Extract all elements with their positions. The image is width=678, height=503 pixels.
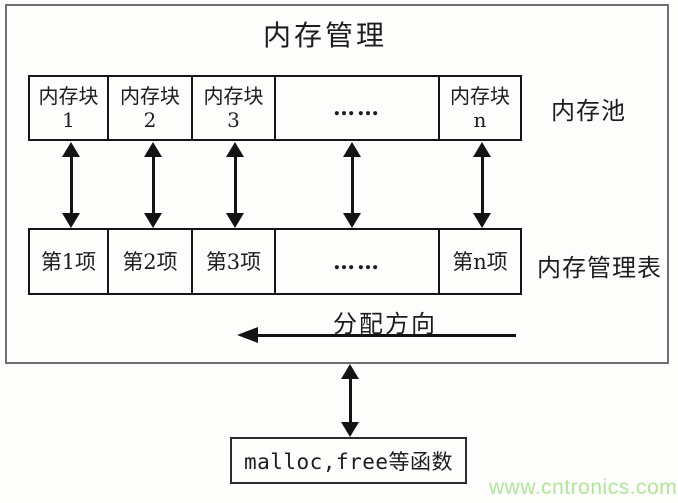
memory-pool-row: 内存块 1 内存块 2 内存块 3 …… 内存块 n: [28, 75, 522, 141]
memory-block-cell: 内存块 3: [193, 75, 276, 141]
memory-block-cell: 内存块 n: [440, 75, 522, 141]
table-item-label: 第n项: [452, 249, 508, 274]
arrowhead-down: [226, 213, 244, 228]
table-item-label: 第2项: [122, 249, 178, 274]
arrow-stem: [348, 376, 352, 425]
arrowhead-up: [343, 142, 361, 157]
arrowhead-up: [473, 142, 491, 157]
table-item-cell: 第2项: [109, 228, 193, 295]
allocation-arrowhead-left: [237, 327, 258, 343]
memory-block-label: 内存块: [120, 84, 180, 108]
arrow-stem: [233, 154, 237, 216]
allocation-direction-label: 分配方向: [333, 310, 437, 338]
ellipsis-text: ……: [333, 95, 381, 121]
table-item-cell: 第n项: [440, 228, 522, 295]
arrowhead-down: [343, 213, 361, 228]
memory-block-index: 1: [62, 108, 75, 132]
double-arrow-icon: [473, 142, 491, 228]
arrow-stem: [350, 154, 354, 216]
double-arrow-icon: [341, 364, 359, 437]
table-item-cell: 第3项: [193, 228, 276, 295]
arrowhead-down: [341, 422, 359, 437]
arrowhead-up: [62, 142, 80, 157]
memory-manager-boundary-box: [5, 4, 669, 364]
functions-box: malloc,free等函数: [230, 437, 467, 484]
double-arrow-icon: [343, 142, 361, 228]
arrow-stem: [480, 154, 484, 216]
arrowhead-up: [144, 142, 162, 157]
functions-box-label: malloc,free等函数: [243, 449, 454, 474]
arrowhead-up: [341, 364, 359, 379]
arrow-stem: [69, 154, 73, 216]
memory-block-label: 内存块: [450, 84, 510, 108]
table-item-ellipsis-cell: ……: [276, 228, 440, 295]
memory-block-cell: 内存块 1: [28, 75, 109, 141]
management-table-row: 第1项 第2项 第3项 …… 第n项: [28, 228, 522, 295]
arrow-stem: [151, 154, 155, 216]
double-arrow-icon: [226, 142, 244, 228]
double-arrow-icon: [144, 142, 162, 228]
memory-block-label: 内存块: [38, 84, 99, 108]
arrowhead-down: [62, 213, 80, 228]
memory-block-index: 3: [227, 108, 240, 132]
memory-block-index: 2: [143, 108, 157, 132]
table-item-label: 第3项: [205, 249, 262, 274]
table-item-cell: 第1项: [28, 228, 109, 295]
memory-block-label: 内存块: [203, 84, 264, 108]
watermark-text: www.cntronics.com: [489, 476, 678, 499]
memory-block-ellipsis-cell: ……: [276, 75, 440, 141]
double-arrow-icon: [62, 142, 80, 228]
management-table-label: 内存管理表: [537, 254, 662, 282]
ellipsis-text: ……: [333, 248, 381, 275]
memory-pool-label: 内存池: [551, 97, 626, 125]
diagram-title: 内存管理: [262, 19, 387, 52]
memory-block-cell: 内存块 2: [109, 75, 193, 141]
arrowhead-up: [226, 142, 244, 157]
allocation-arrow-line: [253, 334, 516, 337]
memory-block-index: n: [473, 108, 487, 132]
arrowhead-down: [473, 213, 491, 228]
arrowhead-down: [144, 213, 162, 228]
table-item-label: 第1项: [40, 249, 97, 274]
